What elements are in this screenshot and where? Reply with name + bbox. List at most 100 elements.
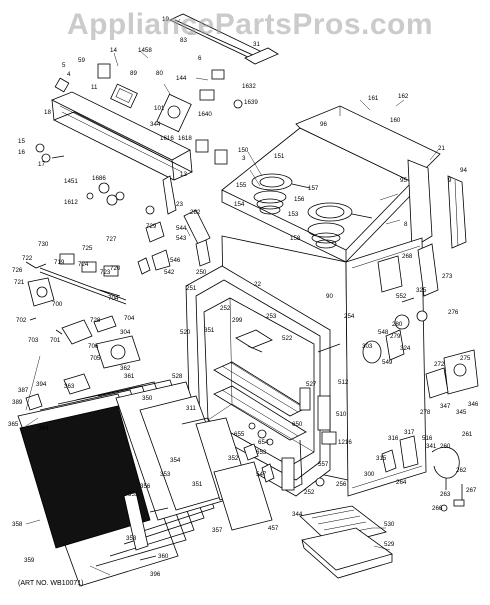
label-264: 264 <box>396 479 407 486</box>
label-311: 311 <box>186 405 196 412</box>
label-389: 389 <box>12 399 23 406</box>
top-rail-assembly <box>169 13 279 65</box>
label-273: 273 <box>442 273 453 280</box>
label-315: 315 <box>376 455 387 462</box>
label-94: 94 <box>460 167 467 174</box>
label-722: 722 <box>22 255 33 262</box>
label-272: 272 <box>434 361 445 368</box>
gas-valve-assembly <box>25 253 141 369</box>
label-151: 151 <box>274 153 285 160</box>
label-347: 347 <box>440 403 451 410</box>
label-158: 158 <box>290 235 301 242</box>
label-345: 345 <box>456 409 467 416</box>
label-252b: 252 <box>304 489 315 496</box>
label-355: 355 <box>128 491 139 498</box>
label-546: 546 <box>170 257 181 264</box>
label-344: 344 <box>150 121 161 128</box>
label-162: 162 <box>398 93 409 100</box>
label-457: 457 <box>268 525 279 532</box>
label-276: 276 <box>448 309 459 316</box>
label-362: 362 <box>120 365 131 372</box>
label-267: 267 <box>466 487 477 494</box>
label-720: 720 <box>110 265 121 272</box>
label-516: 516 <box>422 435 433 442</box>
label-703: 703 <box>28 337 39 344</box>
label-303: 303 <box>362 343 373 350</box>
label-31: 31 <box>253 41 260 48</box>
cooktop-assembly <box>221 105 467 263</box>
label-266: 266 <box>432 505 443 512</box>
label-346: 346 <box>468 401 479 408</box>
label-96: 96 <box>320 121 327 128</box>
label-14: 14 <box>110 47 117 54</box>
label-522: 522 <box>282 335 293 342</box>
label-252: 252 <box>220 305 231 312</box>
label-325: 325 <box>416 287 427 294</box>
label-279: 279 <box>390 333 401 340</box>
label-701: 701 <box>50 337 61 344</box>
label-512: 512 <box>338 379 349 386</box>
label-356: 356 <box>140 483 151 490</box>
label-89: 89 <box>130 70 137 77</box>
label-548: 548 <box>378 329 389 336</box>
label-11: 11 <box>91 84 98 91</box>
label-654: 654 <box>258 439 269 446</box>
label-254: 254 <box>344 313 355 320</box>
label-1632: 1632 <box>242 83 256 90</box>
label-528: 528 <box>172 373 183 380</box>
label-1451: 1451 <box>64 178 78 185</box>
label-1458: 1458 <box>138 47 152 54</box>
label-702: 702 <box>16 317 27 324</box>
label-357: 357 <box>212 527 223 534</box>
label-361: 361 <box>124 373 135 380</box>
label-344b: 344 <box>292 511 303 518</box>
label-396: 396 <box>150 571 161 578</box>
label-727: 727 <box>106 236 117 243</box>
label-262: 262 <box>456 467 467 474</box>
leader-lines <box>25 18 439 576</box>
label-543: 543 <box>176 235 187 242</box>
label-655: 655 <box>234 431 245 438</box>
label-300: 300 <box>364 471 375 478</box>
label-304: 304 <box>120 329 131 336</box>
label-530: 530 <box>384 521 395 528</box>
label-729: 729 <box>146 223 157 230</box>
label-6: 6 <box>198 55 202 62</box>
label-365: 365 <box>8 421 19 428</box>
label-706: 706 <box>88 343 99 350</box>
label-299: 299 <box>232 317 243 324</box>
label-351: 351 <box>204 327 215 334</box>
label-723: 723 <box>100 269 111 276</box>
label-263: 263 <box>440 491 451 498</box>
label-704b: 704 <box>124 315 135 322</box>
label-394: 394 <box>36 381 47 388</box>
label-353b: 353 <box>160 471 171 478</box>
broiler-pan-assembly <box>299 505 393 579</box>
label-251: 251 <box>186 285 197 292</box>
label-156: 156 <box>294 196 305 203</box>
label-280: 280 <box>392 321 403 328</box>
label-15: 15 <box>18 138 25 145</box>
label-18: 18 <box>44 109 51 116</box>
label-13: 13 <box>180 171 187 178</box>
label-317: 317 <box>404 429 415 436</box>
label-721: 721 <box>14 279 25 286</box>
label-324: 324 <box>400 345 411 352</box>
label-256: 256 <box>336 481 347 488</box>
label-547: 547 <box>256 471 267 478</box>
label-23: 23 <box>176 201 183 208</box>
oven-door-assembly <box>17 373 273 587</box>
label-1618: 1618 <box>178 135 192 142</box>
label-101: 101 <box>154 105 165 112</box>
part-number-labels: 19 83 31 1458 14 5 59 4 11 89 80 6 144 1… <box>8 16 479 578</box>
label-704: 704 <box>108 295 119 302</box>
label-144: 144 <box>176 75 187 82</box>
label-1216: 1216 <box>338 439 352 446</box>
label-250: 250 <box>196 269 207 276</box>
label-730: 730 <box>38 241 49 248</box>
label-316: 316 <box>388 435 399 442</box>
label-155: 155 <box>236 182 247 189</box>
label-353: 353 <box>126 535 137 542</box>
label-724: 724 <box>78 261 89 268</box>
art-number-caption: (ART NO. WB10071) <box>18 580 84 587</box>
